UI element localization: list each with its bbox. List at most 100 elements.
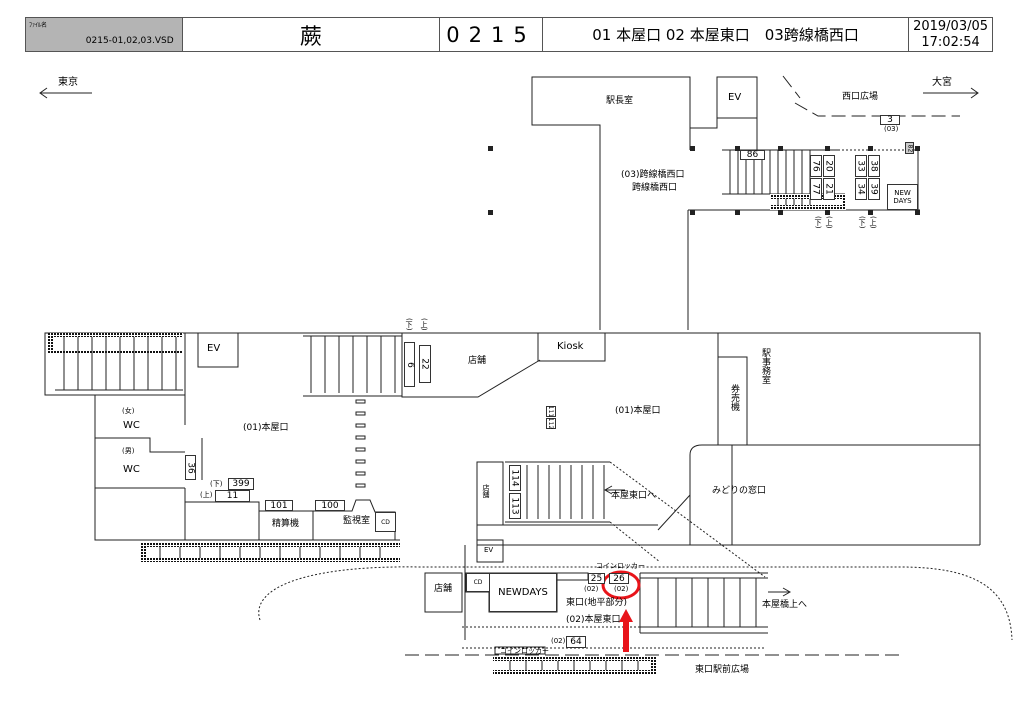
marker-33: 33 [855,155,867,177]
marker-113-label: 113 [510,497,520,515]
marker-34: 34 [855,178,867,200]
tag-03: (03) [884,125,899,133]
title-block: ﾌｧｲﾙ名 0215-01,02,03.VSD 蕨 0215 01 本屋口 02… [25,17,993,52]
marker-82-label: 82 [906,144,914,152]
file-name: 0215-01,02,03.VSD [85,36,174,46]
marker-100: 100 [315,500,345,511]
east-plaza: 東口駅前広場 [695,665,750,675]
arrow-right-icon [923,87,979,99]
tag-down: (下) [405,318,413,331]
station-master-room: 駅長室 [606,96,634,106]
tag-02: (02) [584,585,599,593]
to-east-exit: 本屋東口へ [611,491,657,501]
marker-111: 111 [546,406,556,417]
marker-20-label: 20 [824,160,835,172]
tag-02: (02) [551,637,566,645]
midori-window: みどりの窓口 [712,486,767,496]
marker-114-label: 114 [510,469,520,487]
marker-36: 36 [185,455,196,480]
marker-11: 11 [215,490,250,502]
marker-112-label: 112 [547,417,555,430]
marker-3: 3 [880,115,900,125]
kiosk: Kiosk [557,341,584,352]
wc-male-tag: (男) [122,447,135,455]
east-ground-level: 東口(地平部分) [566,598,628,608]
fare-adjust-machine: 精算機 [272,519,300,529]
marker-6: 6 [404,342,415,387]
station-office: 駅事務室 [760,348,770,384]
tag-down: (下) [858,216,866,229]
marker-36-label: 36 [185,461,196,474]
timestamp: 2019/03/05 17:02:54 [909,18,992,51]
to-bridge: 本屋橋上へ [762,600,808,610]
east-exit-label: (02)本屋東口 [566,615,621,625]
marker-21-label: 21 [824,183,835,195]
marker-26: 26 [609,573,629,584]
marker-39-label: 39 [869,183,880,195]
tag-up: (上) [869,216,877,229]
arrow-left-icon [603,485,625,495]
west-plaza: 西口広場 [842,92,879,102]
tag-up: (上) [825,216,833,229]
marker-399: 399 [228,478,254,490]
wc-female-tag: (女) [122,407,135,415]
exit-list: 01 本屋口 02 本屋東口 03跨線橋西口 [543,18,910,51]
marker-101: 101 [265,500,293,511]
marker-114: 114 [509,465,521,491]
marker-39: 39 [868,178,880,200]
main-exit-right: (01)本屋口 [615,406,661,416]
highlight-circle [601,570,641,600]
marker-64: 64 [566,636,586,648]
marker-111-label: 111 [547,405,555,418]
monitor-room: 監視室 [343,516,371,526]
arrow-right-icon [768,587,792,597]
shop-east: 店舗 [434,584,453,594]
tag-up: (上) [420,318,428,331]
marker-22: 22 [419,345,431,383]
shop-small: 店舗 [482,484,490,498]
ticket-machine: 券売機 [729,384,739,411]
west-exit-label-2: 跨線橋西口 [632,183,678,193]
marker-76-label: 76 [811,160,822,172]
main-exit-center: (01)本屋口 [243,423,289,433]
marker-33-label: 33 [856,160,867,172]
marker-6-label: 6 [404,361,415,368]
marker-86: 86 [740,150,765,160]
coin-locker-bottom: コインロッカー [500,647,549,655]
marker-38: 38 [868,155,880,177]
coin-locker-top: コインロッカー [596,562,645,570]
marker-77: 77 [810,178,822,200]
file-cell: ﾌｧｲﾙ名 0215-01,02,03.VSD [26,18,183,51]
ev-top: EV [728,92,742,103]
marker-77-label: 77 [811,183,822,195]
ev-left: EV [207,343,221,354]
marker-38-label: 38 [869,160,880,172]
arrow-up-icon [619,609,633,652]
marker-34-label: 34 [856,183,867,195]
wc-female: WC [123,420,140,431]
tag-up: (上) [200,491,213,499]
marker-21: 21 [823,178,835,200]
file-caption: ﾌｧｲﾙ名 [29,22,48,29]
cd-east: CD [466,573,490,592]
marker-112: 112 [546,418,556,429]
marker-82: 82 [905,142,914,154]
wc-male: WC [123,464,140,475]
time: 17:02:54 [921,34,980,50]
marker-76: 76 [810,155,822,177]
shop-center: 店舗 [468,356,487,366]
direction-omiya: 大宮 [932,77,952,88]
ev-bottom: EV [484,546,494,554]
tag-down: (下) [210,480,223,488]
arrow-left-icon [39,87,92,99]
cd-machine: CD [375,512,396,532]
date: 2019/03/05 [913,18,989,34]
west-exit-label: (03)跨線橋西口 [621,170,685,180]
tag-down: (下) [814,216,822,229]
marker-25: 25 [588,573,605,584]
direction-tokyo: 東京 [58,77,78,88]
station-name: 蕨 [183,18,441,51]
marker-22-label: 22 [420,358,431,370]
marker-20: 20 [823,155,835,177]
